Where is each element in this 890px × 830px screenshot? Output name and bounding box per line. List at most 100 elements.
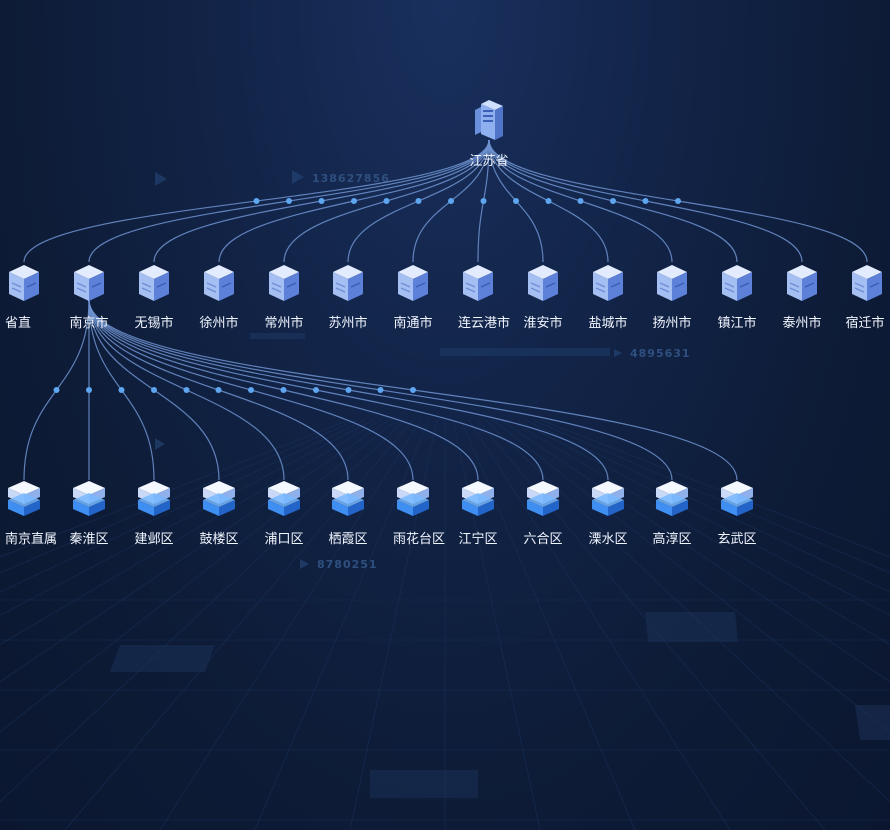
city-label: 苏州市 <box>328 315 367 331</box>
district-node[interactable]: 玄武区 <box>717 481 757 547</box>
city-node[interactable]: 镇江市 <box>717 264 757 331</box>
district-node[interactable]: 秦淮区 <box>69 481 109 547</box>
link-dot <box>351 198 357 204</box>
district-nodes: 南京直属 秦淮区 建邺区 鼓楼区 浦口区 栖霞区 雨花台区 江宁区 六合区 溧水… <box>5 481 757 547</box>
city-label: 镇江市 <box>717 315 756 331</box>
city-node[interactable]: 淮安市 <box>523 264 563 331</box>
bg-number: 8780251 <box>317 558 378 571</box>
district-label: 南京直属 <box>5 531 57 547</box>
city-label: 省直 <box>5 316 31 331</box>
district-node[interactable]: 溧水区 <box>588 481 628 547</box>
city-node[interactable]: 泰州市 <box>782 264 822 331</box>
district-label: 玄武区 <box>717 532 756 547</box>
link-dot <box>183 387 190 393</box>
city-label: 盐城市 <box>588 315 627 331</box>
link-dot <box>480 198 487 204</box>
city-label: 泰州市 <box>782 315 821 331</box>
link-dot <box>448 198 454 204</box>
district-node[interactable]: 雨花台区 <box>393 481 445 547</box>
link-dot <box>415 198 422 204</box>
city-label: 常州市 <box>264 315 303 331</box>
grid-line <box>492 419 890 733</box>
city-node[interactable]: 宿迁市 <box>845 264 885 331</box>
district-node[interactable]: 栖霞区 <box>328 481 368 547</box>
grid-line <box>540 419 890 558</box>
district-label: 栖霞区 <box>328 532 367 547</box>
link-dot <box>642 198 649 204</box>
link-dot <box>151 387 157 393</box>
link-dot <box>86 387 92 393</box>
district-label: 建邺区 <box>134 532 173 547</box>
link-dot <box>345 387 352 393</box>
root-node[interactable]: 江苏省 <box>469 100 509 169</box>
district-label: 鼓楼区 <box>199 532 238 547</box>
district-node[interactable]: 鼓楼区 <box>199 481 239 547</box>
link-dot <box>280 387 287 393</box>
bg-number: 4895631 <box>630 347 691 360</box>
link-dot <box>383 198 390 204</box>
city-node[interactable]: 省直 <box>5 264 40 331</box>
link-dot <box>577 198 584 204</box>
grid-line <box>532 419 890 574</box>
district-label: 江宁区 <box>458 531 497 547</box>
link-midpoints <box>53 198 681 393</box>
background-panels <box>110 170 890 798</box>
city-label: 宿迁市 <box>845 315 884 331</box>
link-dot <box>377 387 384 393</box>
city-node[interactable]: 连云港市 <box>458 264 510 331</box>
city-label: 徐州市 <box>199 315 238 331</box>
district-node[interactable]: 高淳区 <box>652 481 692 547</box>
link-dot <box>610 198 616 204</box>
city-node[interactable]: 徐州市 <box>199 264 239 331</box>
grid-line <box>0 419 358 574</box>
city-label: 南通市 <box>393 315 432 331</box>
link-dot <box>675 198 681 204</box>
link-dot <box>215 387 222 393</box>
district-label: 溧水区 <box>588 532 627 547</box>
root-label: 江苏省 <box>469 153 508 169</box>
city-node[interactable]: 盐城市 <box>588 264 628 331</box>
tree-links <box>23 139 868 481</box>
link-dot <box>53 387 60 393</box>
district-label: 雨花台区 <box>393 531 445 547</box>
server-icon <box>475 100 503 140</box>
district-label: 秦淮区 <box>69 532 108 547</box>
city-label: 南京市 <box>69 315 108 331</box>
link-dot <box>118 387 125 393</box>
city-label: 淮安市 <box>523 315 562 331</box>
grid-line <box>508 419 890 646</box>
city-node[interactable]: 无锡市 <box>134 264 174 331</box>
district-node[interactable]: 六合区 <box>523 481 563 547</box>
city-node[interactable]: 扬州市 <box>652 264 692 331</box>
grid-line <box>0 419 398 733</box>
district-node[interactable]: 浦口区 <box>264 481 304 547</box>
city-node[interactable]: 南京市 <box>69 264 109 331</box>
district-node[interactable]: 建邺区 <box>134 481 174 547</box>
link-dot <box>286 198 292 204</box>
city-label: 扬州市 <box>652 315 691 331</box>
grid-line <box>468 419 731 830</box>
link-dot <box>545 198 552 204</box>
city-node[interactable]: 苏州市 <box>328 264 368 331</box>
district-node[interactable]: 南京直属 <box>5 481 57 547</box>
grid-line <box>0 419 350 558</box>
city-nodes: 省直 南京市 无锡市 徐州市 常州市 苏州市 南通市 连云港市 淮安市 盐城市 … <box>5 264 885 331</box>
background-numbers: 138627856 4895631 8780251 <box>312 172 691 571</box>
district-label: 六合区 <box>523 532 562 547</box>
link-dot <box>318 198 325 204</box>
district-label: 浦口区 <box>264 532 303 547</box>
bg-number: 138627856 <box>312 172 390 185</box>
city-label: 无锡市 <box>134 315 173 331</box>
grid-line <box>0 419 382 646</box>
link-dot <box>248 387 254 393</box>
district-node[interactable]: 江宁区 <box>458 481 498 547</box>
city-node[interactable]: 常州市 <box>264 264 304 331</box>
grid-line <box>0 419 374 616</box>
grid-line <box>516 419 890 616</box>
city-node[interactable]: 南通市 <box>393 264 433 331</box>
link-dot <box>513 198 519 204</box>
link-dot <box>410 387 416 393</box>
district-label: 高淳区 <box>652 531 691 547</box>
